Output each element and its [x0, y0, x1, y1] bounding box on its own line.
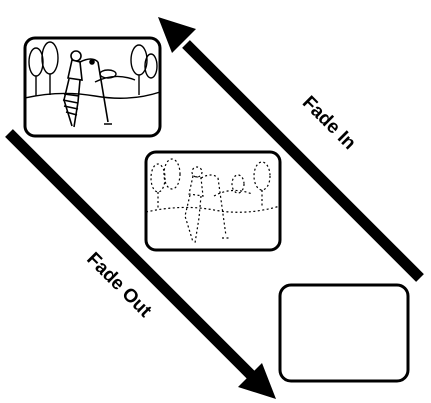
- frame-blank: [278, 283, 410, 383]
- fade-in-arrow: [158, 17, 424, 282]
- fade-out-arrowhead: [238, 363, 276, 399]
- fade-in-label: Fade In: [298, 92, 360, 154]
- fade-out-arrow: [5, 129, 276, 399]
- golfer-icon: [62, 50, 112, 128]
- tree-icons: [28, 41, 158, 96]
- tree-icons-faded: [150, 158, 271, 210]
- golfer-icon-faded: [184, 166, 230, 244]
- frame-full-scene: [23, 36, 162, 138]
- fade-in-arrowhead: [158, 17, 196, 53]
- fade-out-label: Fade Out: [82, 249, 156, 323]
- frame-faded-scene: [144, 150, 282, 252]
